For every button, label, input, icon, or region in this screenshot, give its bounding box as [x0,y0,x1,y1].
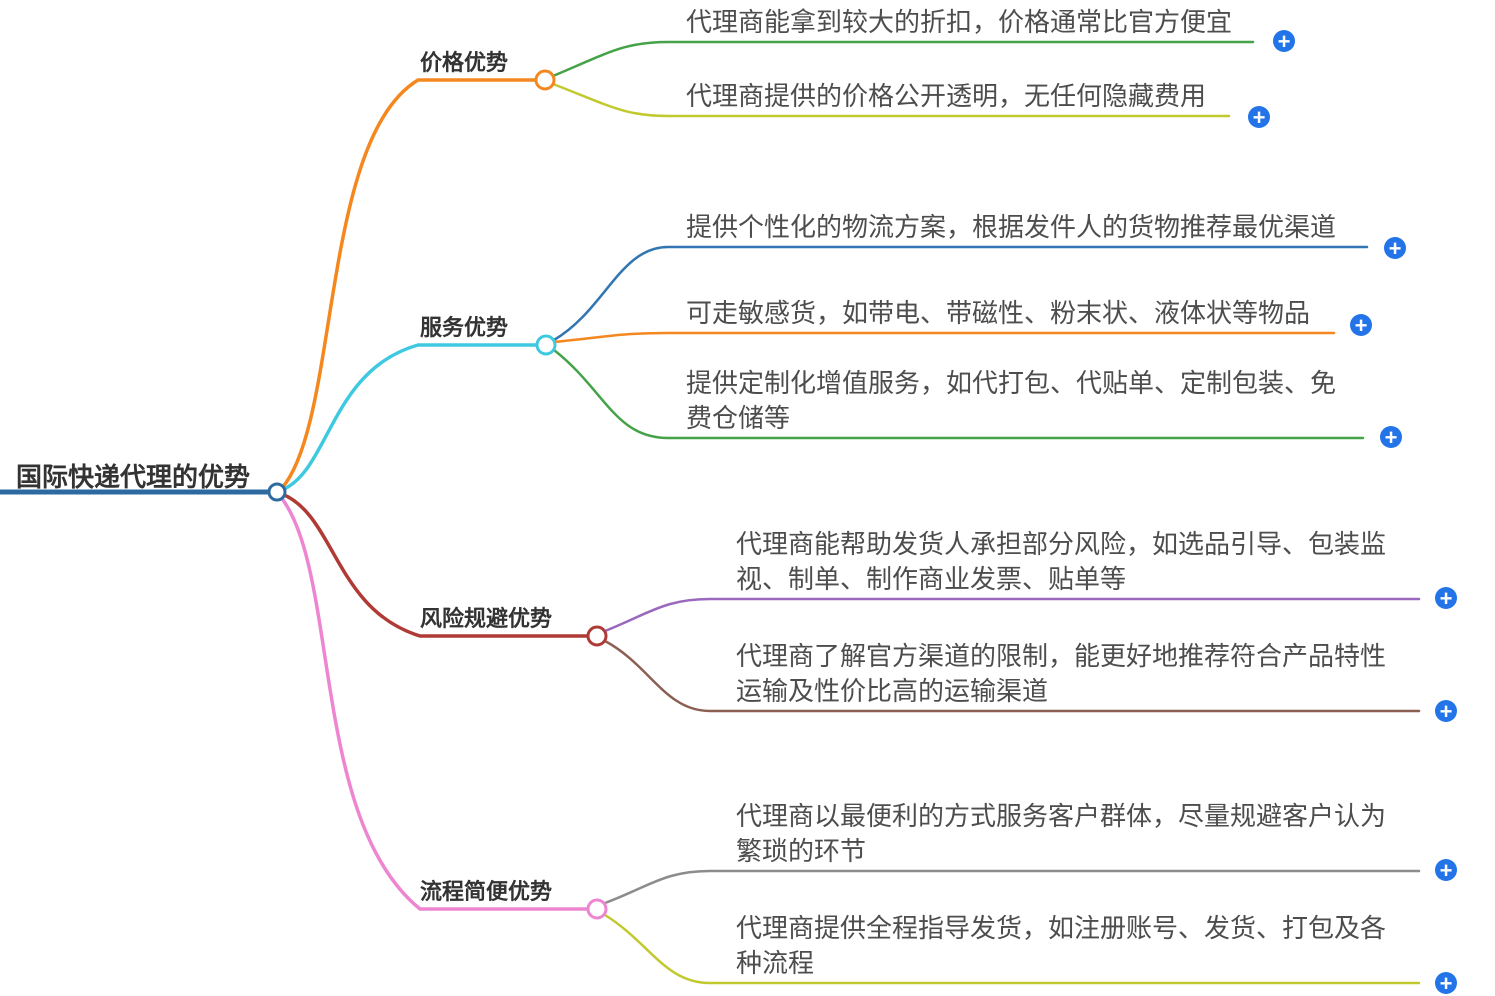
leaf-node[interactable]: 提供定制化增值服务，如代打包、代贴单、定制包装、免费仓储等 [686,368,1337,433]
root-node-label[interactable]: 国际快递代理的优势 [16,462,251,492]
svg-text:+: + [1355,313,1368,338]
leaf-link [552,331,1336,344]
leaf-link [603,913,1421,985]
expand-icon[interactable]: + [1248,105,1270,130]
leaf-link [603,869,1421,905]
branch-node-handle-price[interactable] [534,69,556,91]
leaf-node[interactable]: 代理商了解官方渠道的限制，能更好地推荐符合产品特性运输及性价比高的运输渠道 [736,641,1387,706]
leaf-link [603,639,1421,713]
svg-text:+: + [1253,105,1266,130]
expand-icon[interactable]: + [1384,236,1406,261]
leaf-node[interactable]: 可走敏感货，如带电、带磁性、粉末状、液体状等物品 [686,298,1311,328]
svg-text:+: + [1440,971,1453,996]
leaf-link [551,40,1255,78]
expand-icon[interactable]: + [1435,858,1457,883]
svg-text:+: + [1278,29,1291,54]
expand-icon[interactable]: + [1350,313,1372,338]
leaf-node[interactable]: 代理商能帮助发货人承担部分风险，如选品引导、包装监视、制单、制作商业发票、贴单等 [736,529,1387,594]
leaf-node[interactable]: 代理商能拿到较大的折扣，价格通常比官方便宜 [686,7,1233,37]
svg-text:+: + [1389,236,1402,261]
branch-link-service [280,343,539,492]
expand-icon[interactable]: + [1273,29,1295,54]
leaf-link [552,348,1365,440]
branch-link-price [280,78,538,490]
leaf-node[interactable]: 代理商提供的价格公开透明，无任何隐藏费用 [686,81,1207,111]
svg-text:+: + [1440,586,1453,611]
branch-node-service[interactable]: 服务优势 [420,315,509,340]
expand-icon[interactable]: + [1435,971,1457,996]
branch-node-price[interactable]: 价格优势 [420,50,509,75]
branch-node-handle-risk[interactable] [586,625,608,647]
branch-link-process [278,494,590,911]
leaf-node[interactable]: 代理商以最便利的方式服务客户群体，尽量规避客户认为繁琐的环节 [736,801,1387,866]
branch-node-handle-service[interactable] [535,334,557,356]
expand-icon[interactable]: + [1380,425,1402,450]
svg-text:+: + [1440,699,1453,724]
branch-node-handle-process[interactable] [586,898,608,920]
expand-icon[interactable]: + [1435,586,1457,611]
root-node-handle[interactable] [267,482,287,502]
leaf-node[interactable]: 代理商提供全程指导发货，如注册账号、发货、打包及各种流程 [736,913,1387,978]
leaf-link [603,597,1421,633]
svg-text:+: + [1385,425,1398,450]
expand-icon[interactable]: + [1435,699,1457,724]
svg-text:+: + [1440,858,1453,883]
branch-node-process[interactable]: 流程简便优势 [420,879,553,904]
leaf-link [551,82,1231,118]
leaf-link [552,245,1369,342]
branch-node-risk[interactable]: 风险规避优势 [420,606,553,631]
leaf-node[interactable]: 提供个性化的物流方案，根据发件人的货物推荐最优渠道 [686,212,1337,242]
branch-link-risk [280,492,590,638]
